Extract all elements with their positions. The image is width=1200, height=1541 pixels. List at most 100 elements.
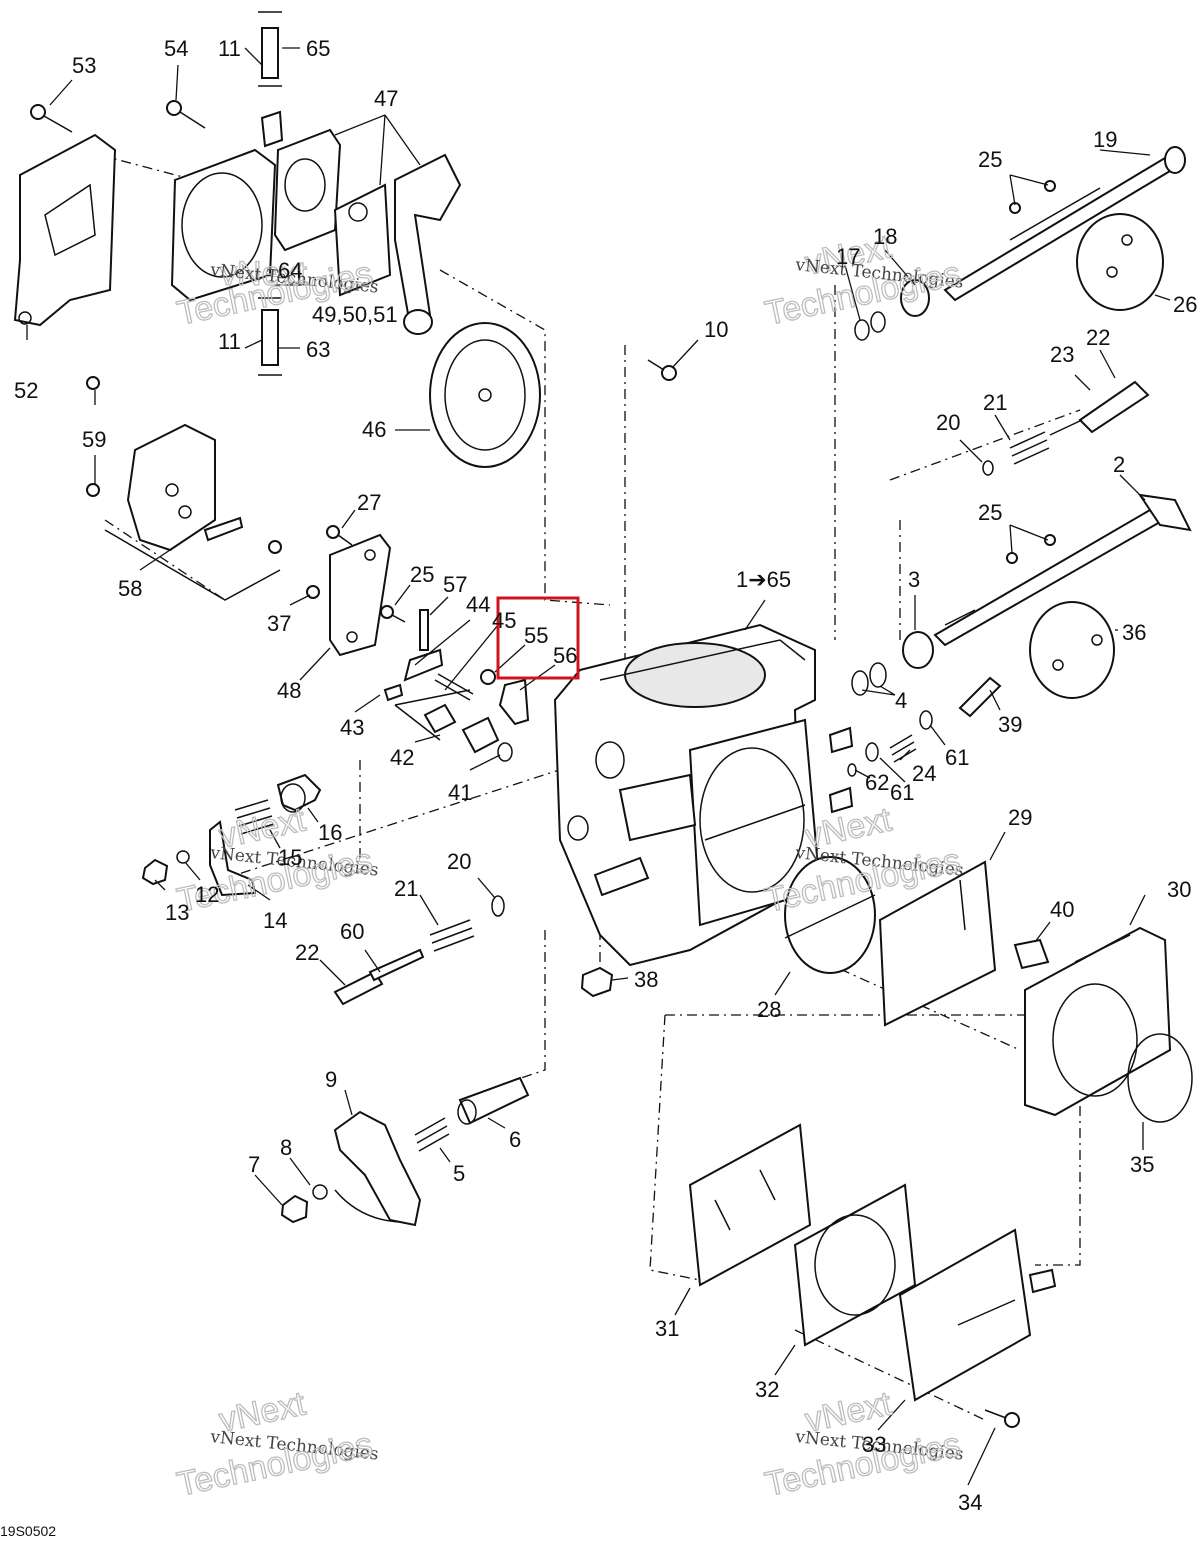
part-15-spring [234, 799, 275, 835]
part-20-ring-upper [982, 460, 994, 476]
callout-11: 11 [218, 329, 241, 354]
part-40-fitting [1013, 938, 1050, 970]
callout-13: 13 [165, 900, 189, 925]
part-4-o-rings [851, 662, 887, 696]
part-18-bushing [900, 279, 930, 317]
part-25-screws-middle [1006, 534, 1056, 564]
part-12-washer [176, 850, 190, 864]
callout-31: 31 [655, 1316, 679, 1341]
callout-3: 3 [908, 567, 920, 592]
callout-2: 2 [1113, 452, 1125, 477]
watermark-top-right: vNext vNext Technologies Technologies [761, 227, 964, 334]
callout-10: 10 [704, 317, 728, 342]
part-28-gasket [784, 856, 876, 974]
part-34-screw [984, 1409, 1020, 1428]
part-27-screw [326, 525, 353, 546]
part-60-needle [368, 948, 425, 982]
part-21-spring-lower [429, 919, 475, 952]
callout-20: 20 [936, 410, 960, 435]
callout-63: 63 [306, 337, 330, 362]
part-1-carburetor-body [553, 623, 854, 967]
callout-labels: 53 54 11 65 47 19 25 18 17 26 52 64 49,5… [14, 36, 1197, 1515]
part-7-nut [280, 1194, 309, 1224]
callout-20: 20 [447, 849, 471, 874]
callout-29: 29 [1008, 805, 1032, 830]
part-21-spring-upper [1009, 431, 1050, 465]
callout-4: 4 [895, 688, 907, 713]
part-63-hose [258, 297, 282, 376]
highlight-box [496, 596, 580, 680]
part-10-screw [647, 359, 677, 381]
callout-59: 59 [82, 427, 106, 452]
callout-60: 60 [340, 919, 364, 944]
callout-62: 62 [865, 770, 889, 795]
callout-45: 45 [492, 608, 516, 633]
callout-24: 24 [912, 761, 936, 786]
callout-6: 6 [509, 1127, 521, 1152]
callout-53: 53 [72, 53, 96, 78]
part-14-plate [209, 820, 257, 897]
callout-34: 34 [958, 1490, 982, 1515]
part-58-cover [104, 423, 282, 601]
callout-64: 64 [278, 258, 302, 283]
part-55-seat [480, 669, 496, 685]
callout-16: 16 [318, 820, 342, 845]
callout-27: 27 [357, 490, 381, 515]
part-19-throttle-shaft [943, 146, 1186, 302]
part-9-lever [333, 1110, 422, 1227]
part-36-throttle-plate [1029, 601, 1115, 699]
callout-61: 61 [945, 745, 969, 770]
callout-14: 14 [263, 908, 287, 933]
callout-39: 39 [998, 712, 1022, 737]
part-22-screw-lower [333, 970, 384, 1006]
part-54-screw [166, 100, 206, 129]
callout-8: 8 [280, 1135, 292, 1160]
part-38-nut [580, 966, 614, 998]
part-24-spring [889, 734, 917, 763]
callout-56: 56 [553, 643, 577, 668]
callout-22: 22 [295, 940, 319, 965]
callout-12: 12 [195, 882, 219, 907]
callout-9: 9 [325, 1067, 337, 1092]
callout-54: 54 [164, 36, 188, 61]
part-25-screw-left [380, 605, 406, 623]
callout-32: 32 [755, 1377, 779, 1402]
part-47-pump-body [260, 110, 462, 335]
part-20-ring-lower [491, 895, 505, 917]
part-46-diaphragm [429, 322, 541, 468]
part-22-screw-upper [1049, 380, 1150, 436]
watermark-bottom-left: vNext vNext Technologies Technologies [173, 1384, 379, 1505]
callout-21: 21 [394, 876, 418, 901]
callout-1-65: 1➔65 [736, 567, 791, 592]
callout-26: 26 [1173, 292, 1197, 317]
callout-21: 21 [983, 390, 1007, 415]
callout-19: 19 [1093, 127, 1117, 152]
callout-57: 57 [443, 572, 467, 597]
callout-40: 40 [1050, 897, 1074, 922]
callout-25: 25 [410, 562, 434, 587]
part-44-lever [403, 648, 444, 682]
callout-44: 44 [466, 592, 490, 617]
callout-65: 65 [306, 36, 330, 61]
part-31-diaphragm [688, 1123, 812, 1287]
part-30-pump-cover [1024, 926, 1172, 1117]
callout-61: 61 [890, 780, 914, 805]
callout-58: 58 [118, 576, 142, 601]
callout-15: 15 [278, 845, 302, 870]
callout-55: 55 [524, 623, 548, 648]
callout-28: 28 [757, 997, 781, 1022]
callout-5: 5 [453, 1161, 465, 1186]
part-41-seat [461, 716, 513, 762]
part-3-bushing [902, 631, 934, 669]
part-32-gasket [793, 1183, 917, 1347]
callout-17: 17 [836, 244, 860, 269]
callout-52: 52 [14, 378, 38, 403]
part-17-o-rings [854, 311, 886, 341]
callout-49-50-51: 49,50,51 [312, 302, 398, 327]
callout-48: 48 [277, 678, 301, 703]
part-42-needle-valve [394, 689, 471, 741]
callout-23: 23 [1050, 342, 1074, 367]
part-48-gasket [329, 533, 392, 657]
part-33-cover [898, 1228, 1057, 1402]
